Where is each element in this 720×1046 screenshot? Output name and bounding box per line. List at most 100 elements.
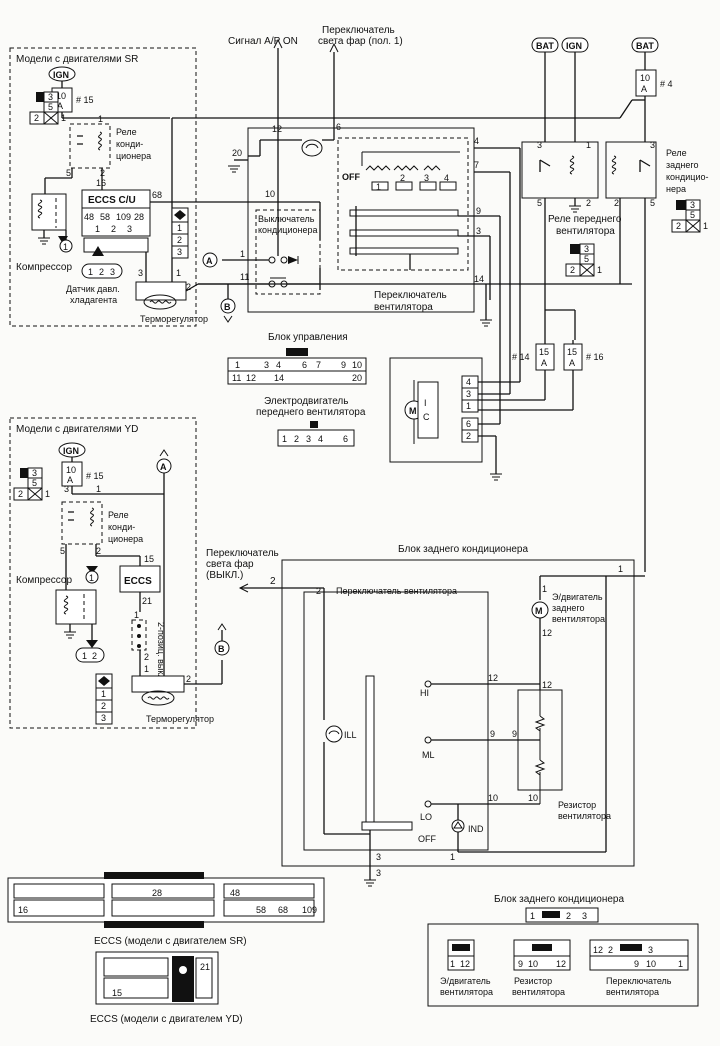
rear-ac-unit — [281, 559, 635, 867]
ign-label-top: IGN — [566, 41, 582, 51]
fuse-14-value: 15 — [539, 347, 549, 357]
fuse-14-unit: A — [541, 358, 547, 368]
front-relay-label-1: Реле переднего — [548, 214, 622, 225]
svg-text:1: 1 — [376, 182, 381, 192]
fuse-16-number: # 16 — [586, 352, 604, 362]
resistor-label-1: Резистор — [558, 800, 596, 810]
svg-text:3: 3 — [177, 247, 182, 257]
svg-text:3: 3 — [648, 945, 653, 955]
bat-label-2: BAT — [636, 41, 654, 51]
front-fan-off-label: OFF — [342, 172, 360, 182]
svg-text:5: 5 — [584, 254, 589, 264]
sr-fuse-number: # 15 — [76, 95, 94, 105]
ml-label: ML — [422, 750, 435, 760]
svg-text:1: 1 — [63, 242, 68, 252]
svg-text:109: 109 — [302, 905, 317, 915]
eccs-yd-caption: ECCS (модели с двигателем YD) — [90, 1014, 243, 1025]
sr-pressure-label-2: хладагента — [70, 295, 117, 305]
svg-text:58: 58 — [256, 905, 266, 915]
yd-eccs-label: ECCS — [124, 576, 152, 587]
svg-text:68: 68 — [278, 905, 288, 915]
svg-text:2: 2 — [144, 652, 149, 662]
svg-text:4: 4 — [466, 377, 471, 387]
panel-lamp-icon — [301, 139, 323, 157]
ill-lamp-icon — [325, 725, 343, 743]
svg-text:4: 4 — [474, 136, 479, 146]
front-fan-motor-unit — [389, 357, 483, 463]
svg-text:5: 5 — [48, 102, 53, 112]
rear-connectors-frame — [427, 923, 699, 1007]
svg-text:4: 4 — [276, 360, 281, 370]
svg-text:1: 1 — [240, 249, 245, 259]
eccs-sr-caption: ECCS (модели с двигателем SR) — [94, 936, 247, 947]
rear-conn-switch-label-2: вентилятора — [606, 987, 659, 997]
fuse-4-unit: A — [641, 84, 647, 94]
svg-text:1: 1 — [96, 484, 101, 494]
fuse-14-number: # 14 — [512, 352, 530, 362]
svg-text:A: A — [206, 256, 213, 266]
sr-fuse-unit: A — [57, 101, 63, 111]
svg-text:11: 11 — [232, 373, 241, 383]
sr-eccs-pin-58: 58 — [100, 212, 110, 222]
svg-text:12: 12 — [460, 959, 470, 969]
rear-conn-resistor-label-2: вентилятора — [512, 987, 565, 997]
rear-relay-label-3: кондицио- — [666, 172, 708, 182]
svg-text:2: 2 — [608, 945, 613, 955]
svg-text:16: 16 — [96, 178, 106, 188]
svg-text:3: 3 — [48, 92, 53, 102]
rear-motor-label-3: вентилятора — [552, 614, 605, 624]
svg-text:10: 10 — [352, 360, 362, 370]
sr-compressor-label: Компрессор — [16, 262, 72, 273]
svg-text:10: 10 — [528, 959, 538, 969]
svg-text:1: 1 — [144, 664, 149, 674]
svg-text:9: 9 — [634, 959, 639, 969]
svg-text:21: 21 — [200, 962, 210, 972]
svg-text:12: 12 — [556, 959, 566, 969]
svg-text:4: 4 — [318, 434, 323, 444]
svg-text:11: 11 — [240, 272, 249, 282]
svg-text:2: 2 — [676, 221, 681, 231]
front-relay-label-2: вентилятора — [556, 226, 615, 237]
svg-text:1: 1 — [176, 268, 181, 278]
headlamp-off-label-2: света фар — [206, 558, 254, 570]
svg-text:B: B — [218, 644, 225, 654]
rear-relay-label-4: нера — [666, 184, 686, 194]
svg-text:2: 2 — [96, 546, 101, 556]
svg-text:14: 14 — [474, 274, 484, 284]
svg-text:2: 2 — [186, 282, 191, 292]
rear-connector-title: Блок заднего кондиционера — [494, 894, 624, 905]
headlamp-off-label-1: Переключатель — [206, 548, 279, 559]
yd-relay-label-1: Реле — [108, 510, 129, 520]
sr-models-frame — [9, 47, 197, 327]
rear-ac-relay — [605, 141, 657, 199]
svg-text:7: 7 — [316, 360, 321, 370]
svg-text:48: 48 — [230, 888, 240, 898]
svg-text:5: 5 — [537, 198, 542, 208]
svg-text:1: 1 — [89, 573, 94, 583]
ac-switch-label-2: кондиционера — [258, 225, 317, 235]
svg-text:3: 3 — [537, 140, 542, 150]
svg-text:1: 1 — [134, 610, 139, 620]
sr-relay-label-1: Реле — [116, 127, 137, 137]
svg-text:4: 4 — [444, 173, 449, 183]
svg-text:3: 3 — [690, 200, 695, 210]
rear-relay-label-2: заднего — [666, 160, 698, 170]
svg-text:5: 5 — [650, 198, 655, 208]
svg-text:2: 2 — [99, 267, 104, 277]
yd-relay-label-2: конди- — [108, 522, 135, 532]
svg-text:3: 3 — [110, 267, 115, 277]
fuse-16-value: 15 — [567, 347, 577, 357]
two-position-label: 2-позиц. выкл. — [156, 622, 166, 682]
svg-text:M: M — [535, 606, 543, 616]
svg-text:6: 6 — [336, 122, 341, 132]
rear-conn-switch-label-1: Переключатель — [606, 976, 672, 986]
sr-eccs-pin-28: 28 — [134, 212, 144, 222]
svg-text:10: 10 — [488, 793, 498, 803]
svg-text:2: 2 — [294, 434, 299, 444]
fuse-4-value: 10 — [640, 73, 650, 83]
bat-label-1: BAT — [536, 41, 554, 51]
fuse-4-number: # 4 — [660, 79, 673, 89]
svg-text:M: M — [409, 406, 417, 416]
svg-text:12: 12 — [272, 124, 282, 134]
